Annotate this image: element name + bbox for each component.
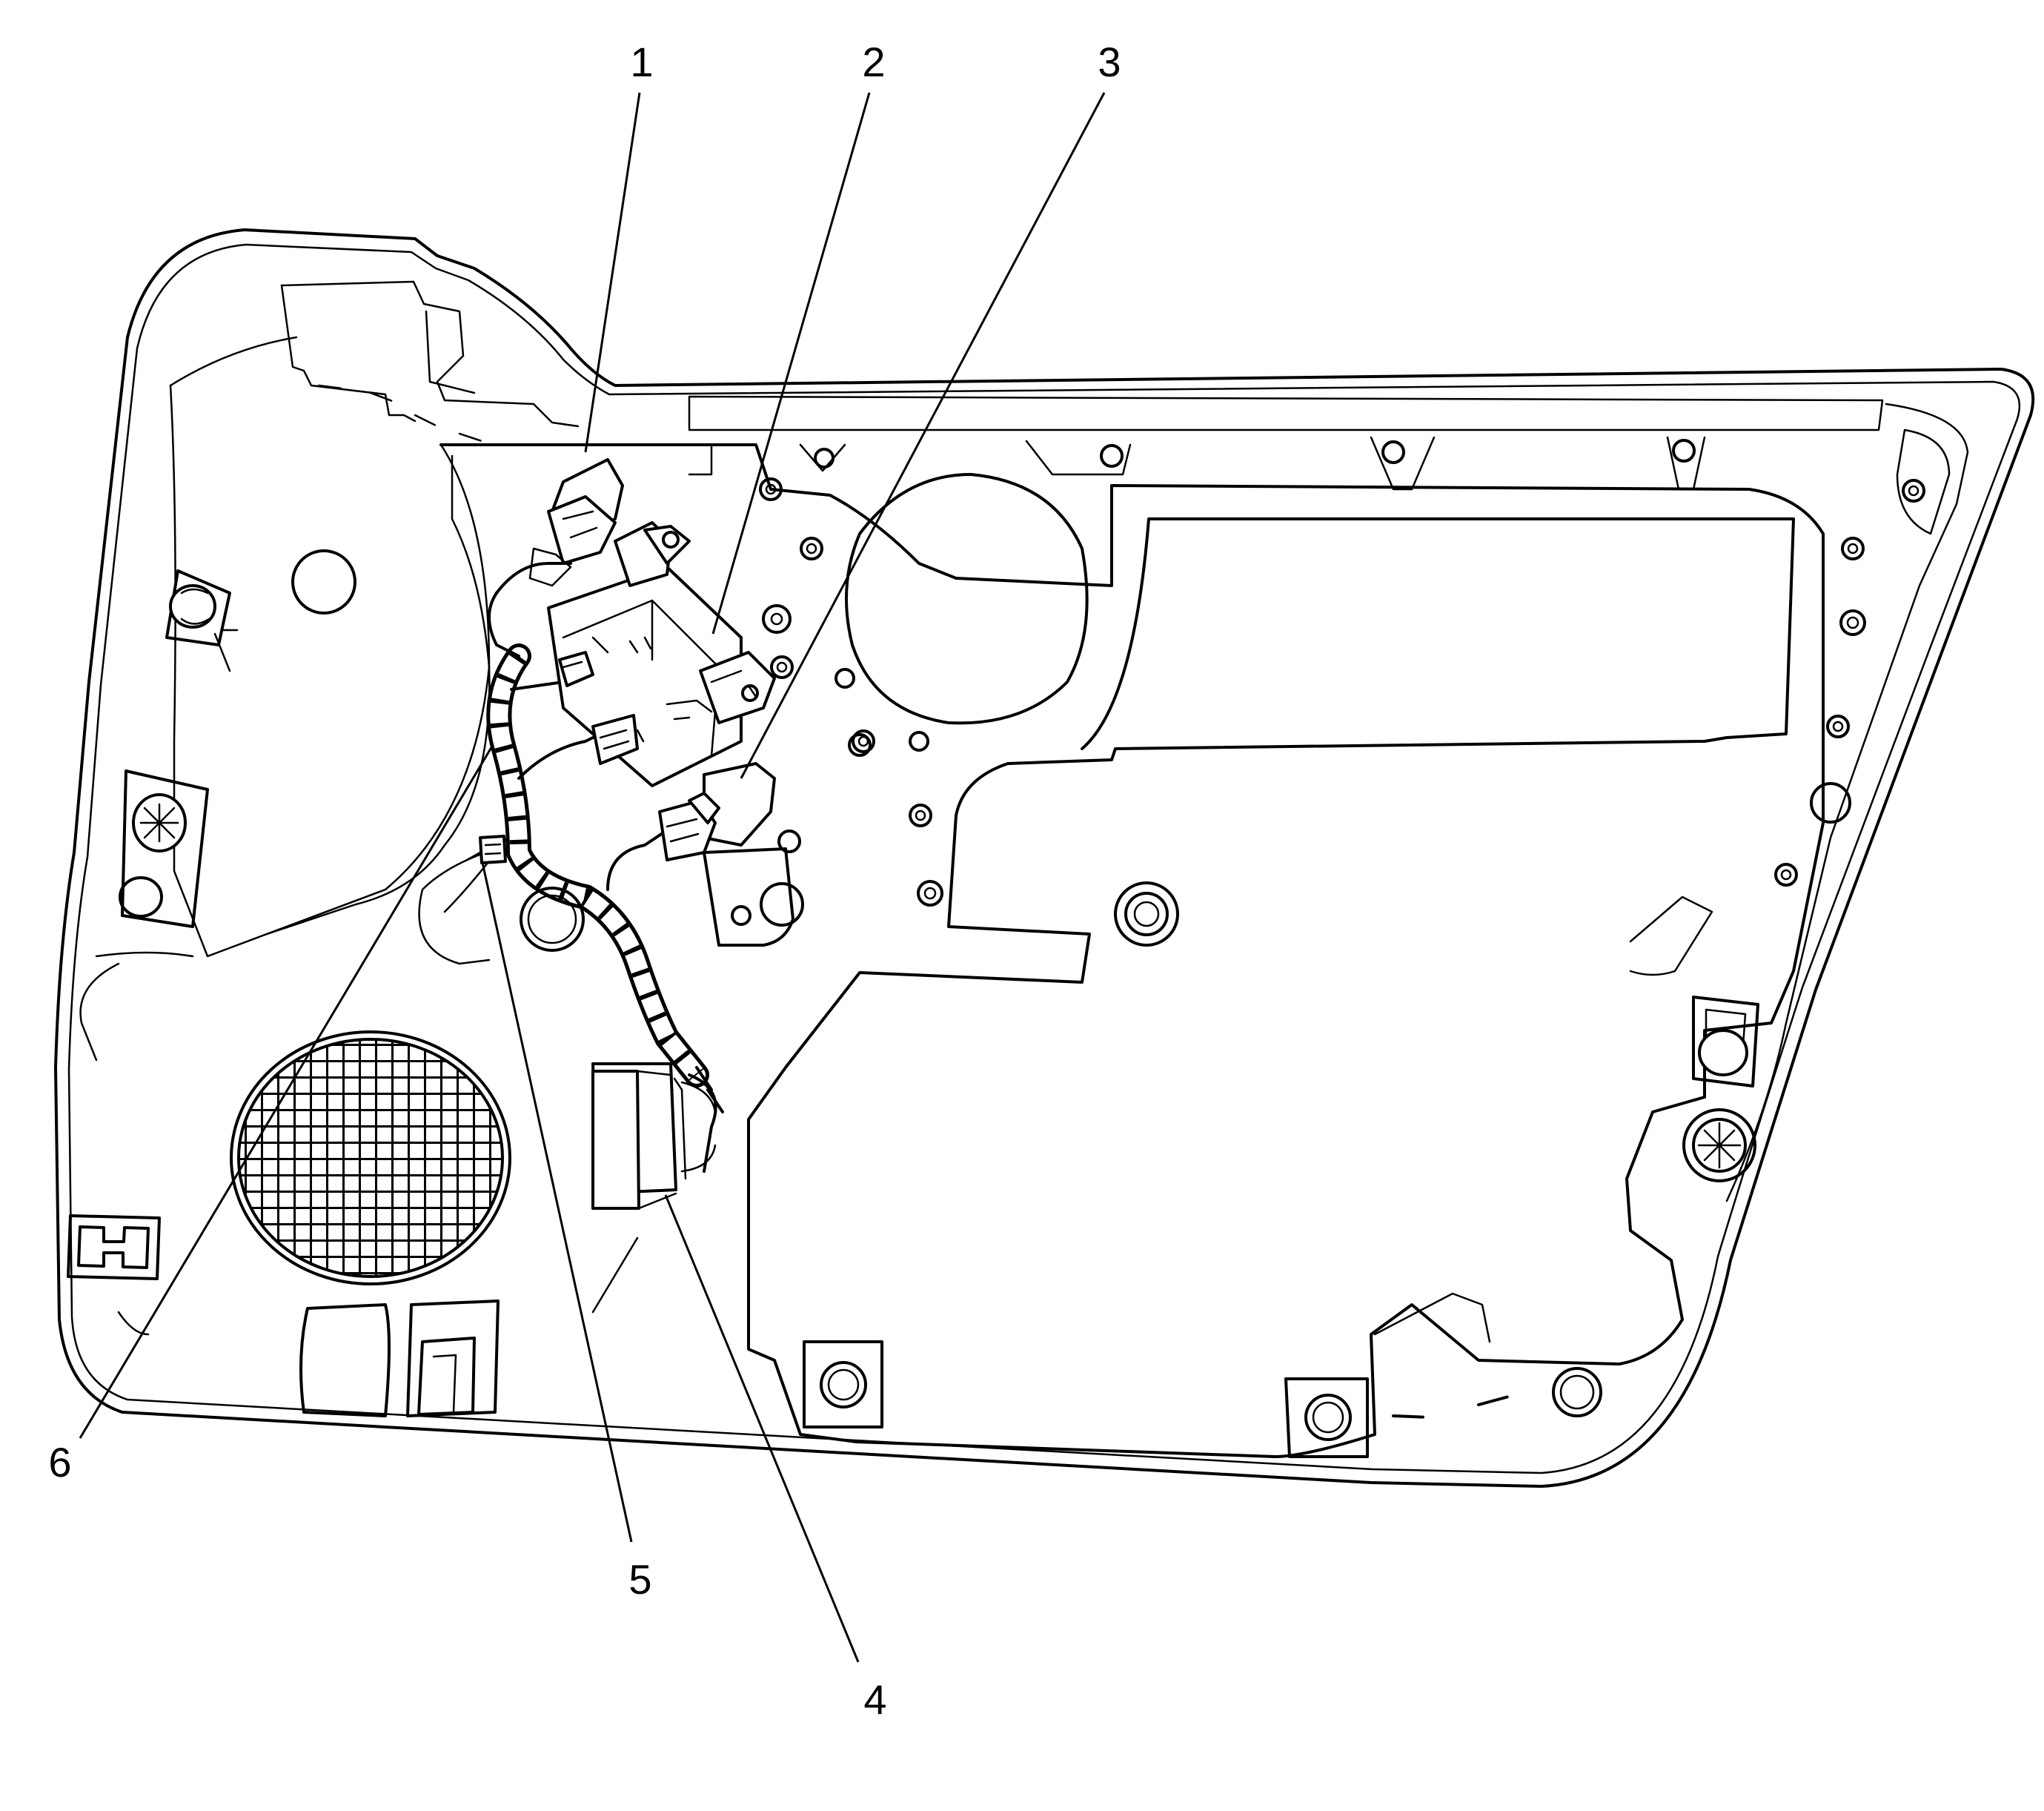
callout-1: 1 [630, 39, 653, 85]
right-bracket [1629, 895, 1713, 976]
callout-3: 3 [1098, 39, 1121, 85]
panel-outline [54, 228, 2035, 1488]
h-clip [67, 1214, 161, 1280]
callout-labels: 1 2 3 4 5 6 [48, 39, 1121, 1723]
lock-switch-bracket [699, 651, 776, 724]
leader-2 [711, 92, 871, 635]
leader-3 [740, 92, 1106, 779]
center-plug [1114, 881, 1179, 947]
upper-speaker-opening [845, 473, 1089, 725]
upper-left-clip [165, 569, 239, 672]
leader-6 [79, 744, 494, 1439]
callout-5: 5 [628, 1556, 651, 1603]
boss-4 [1666, 436, 1706, 491]
wire-guide [591, 1236, 639, 1314]
switch-upper [528, 458, 691, 587]
lower-edge-mark [117, 1311, 150, 1336]
callout-2: 2 [862, 39, 885, 85]
small-pigtail-connector [465, 835, 507, 864]
callout-6: 6 [48, 1439, 71, 1486]
callout-4: 4 [863, 1676, 886, 1723]
mirror-switch [658, 762, 804, 947]
boss-1 [799, 443, 846, 472]
harness-connector [591, 1062, 717, 1210]
right-clip-upper [1692, 996, 1759, 1087]
map-pocket-housing [79, 280, 580, 1062]
leader-1 [584, 92, 641, 453]
right-clip-lower [1682, 1108, 1756, 1182]
left-clip [121, 769, 209, 928]
boss-3 [1370, 436, 1436, 491]
boss-2 [1025, 440, 1132, 476]
wiring-harness [418, 562, 724, 1173]
mounting-bosses [759, 436, 1925, 907]
leader-lines [79, 92, 1106, 1663]
leader-5 [479, 852, 633, 1543]
leader-4 [664, 1194, 860, 1663]
speaker-grille [230, 1030, 511, 1285]
round-plug [291, 549, 356, 615]
switch-connector-mid [558, 651, 639, 765]
lower-pull-cup [299, 1300, 500, 1417]
lower-bosses [803, 1292, 1602, 1458]
